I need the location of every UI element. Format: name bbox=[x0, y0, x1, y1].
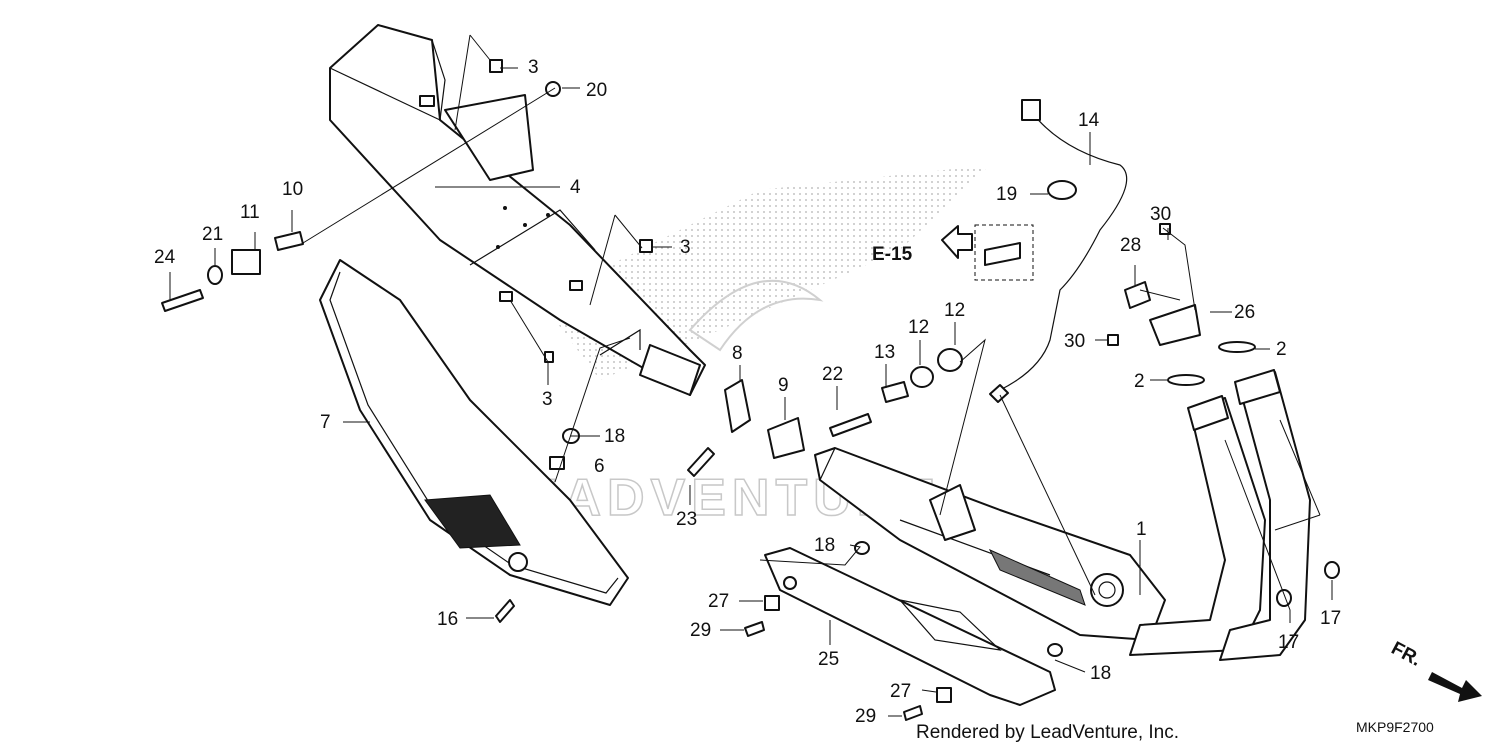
callout-17a: 17 bbox=[1278, 632, 1299, 653]
part-12-ring-a bbox=[910, 366, 934, 388]
part-8-band bbox=[724, 379, 751, 433]
part-24-bolt bbox=[161, 289, 204, 312]
part-29-b bbox=[903, 705, 923, 721]
part-30-bolt-b bbox=[1107, 334, 1119, 346]
callout-3c: 3 bbox=[542, 389, 553, 410]
footer-credit: Rendered by LeadVenture, Inc. bbox=[916, 722, 1179, 743]
part-muffler-main bbox=[814, 447, 1166, 641]
callout-25: 25 bbox=[818, 649, 839, 670]
part-3-nut-a bbox=[489, 59, 503, 73]
callout-29b: 29 bbox=[855, 706, 876, 727]
part-27-a bbox=[764, 595, 780, 611]
callout-18a: 18 bbox=[604, 426, 625, 447]
part-3-nut-b bbox=[639, 239, 653, 253]
callout-27a: 27 bbox=[708, 591, 729, 612]
part-17-a bbox=[1276, 589, 1292, 607]
callout-8: 8 bbox=[732, 343, 743, 364]
callout-6: 6 bbox=[594, 456, 605, 477]
part-10-collar bbox=[274, 231, 304, 251]
part-29-a bbox=[744, 621, 765, 637]
part-exhaust-pipes bbox=[1129, 369, 1311, 661]
callout-18c: 18 bbox=[1090, 663, 1111, 684]
callout-2b: 2 bbox=[1134, 371, 1145, 392]
part-2-gasket-a bbox=[1218, 341, 1256, 353]
callout-17b: 17 bbox=[1320, 608, 1341, 629]
callout-26: 26 bbox=[1234, 302, 1255, 323]
callout-30a: 30 bbox=[1150, 204, 1171, 225]
part-27-b bbox=[936, 687, 952, 703]
callout-3a: 3 bbox=[528, 57, 539, 78]
part-12-ring-b bbox=[937, 348, 963, 372]
part-sensor-wire bbox=[989, 99, 1128, 403]
callout-30b: 30 bbox=[1064, 331, 1085, 352]
callout-3b: 3 bbox=[680, 237, 691, 258]
callout-14: 14 bbox=[1078, 110, 1100, 131]
part-muffler-upper bbox=[329, 24, 706, 396]
callout-19: 19 bbox=[996, 184, 1017, 205]
leader-lines bbox=[169, 34, 1333, 717]
callout-21: 21 bbox=[202, 224, 223, 245]
callout-labels: 1 2 2 3 3 3 4 6 7 8 9 10 11 12 12 13 14 … bbox=[154, 57, 1341, 727]
diagram-code: MKP9F2700 bbox=[1356, 719, 1434, 735]
front-arrow-icon bbox=[1428, 672, 1482, 702]
ref-box-e15: E-15 bbox=[872, 224, 1034, 281]
callout-28: 28 bbox=[1120, 235, 1141, 256]
callout-10: 10 bbox=[282, 179, 303, 200]
part-26-bracket bbox=[1149, 304, 1201, 346]
part-21-washer bbox=[207, 265, 223, 285]
part-heat-cover-lower bbox=[764, 547, 1056, 706]
callout-16: 16 bbox=[437, 609, 458, 630]
callout-27b: 27 bbox=[890, 681, 911, 702]
callout-29a: 29 bbox=[690, 620, 711, 641]
ref-label-e15: E-15 bbox=[872, 244, 913, 265]
callout-22: 22 bbox=[822, 364, 843, 385]
part-3-nut-c bbox=[544, 351, 554, 363]
callout-4: 4 bbox=[570, 177, 581, 198]
callout-1: 1 bbox=[1136, 519, 1147, 540]
part-28-clip bbox=[1124, 281, 1151, 309]
callout-18b: 18 bbox=[814, 535, 835, 556]
callout-11: 11 bbox=[240, 202, 260, 223]
front-direction-indicator: FR. bbox=[1388, 638, 1482, 702]
callout-20: 20 bbox=[586, 80, 607, 101]
part-13-collar bbox=[881, 381, 909, 403]
part-16-screw bbox=[495, 599, 515, 623]
part-2-gasket-b bbox=[1167, 374, 1205, 386]
callout-23: 23 bbox=[676, 509, 697, 530]
small-parts bbox=[161, 59, 1340, 721]
callout-12b: 12 bbox=[944, 300, 965, 321]
callout-12a: 12 bbox=[908, 317, 929, 338]
part-9-gasket bbox=[767, 417, 805, 459]
front-label: FR. bbox=[1388, 638, 1425, 671]
callout-24: 24 bbox=[154, 247, 176, 268]
part-18-c bbox=[1047, 643, 1063, 657]
callout-2a: 2 bbox=[1276, 339, 1287, 360]
part-heat-cover-left bbox=[319, 259, 629, 606]
part-11-rubber bbox=[231, 249, 261, 275]
part-19-clamp bbox=[1047, 180, 1077, 200]
callout-9: 9 bbox=[778, 375, 789, 396]
part-22-bolt bbox=[829, 413, 872, 437]
part-23-bolt bbox=[687, 447, 715, 477]
part-18-b bbox=[854, 541, 870, 555]
callout-13: 13 bbox=[874, 342, 895, 363]
callout-7: 7 bbox=[320, 412, 331, 433]
part-17-b bbox=[1324, 561, 1340, 579]
